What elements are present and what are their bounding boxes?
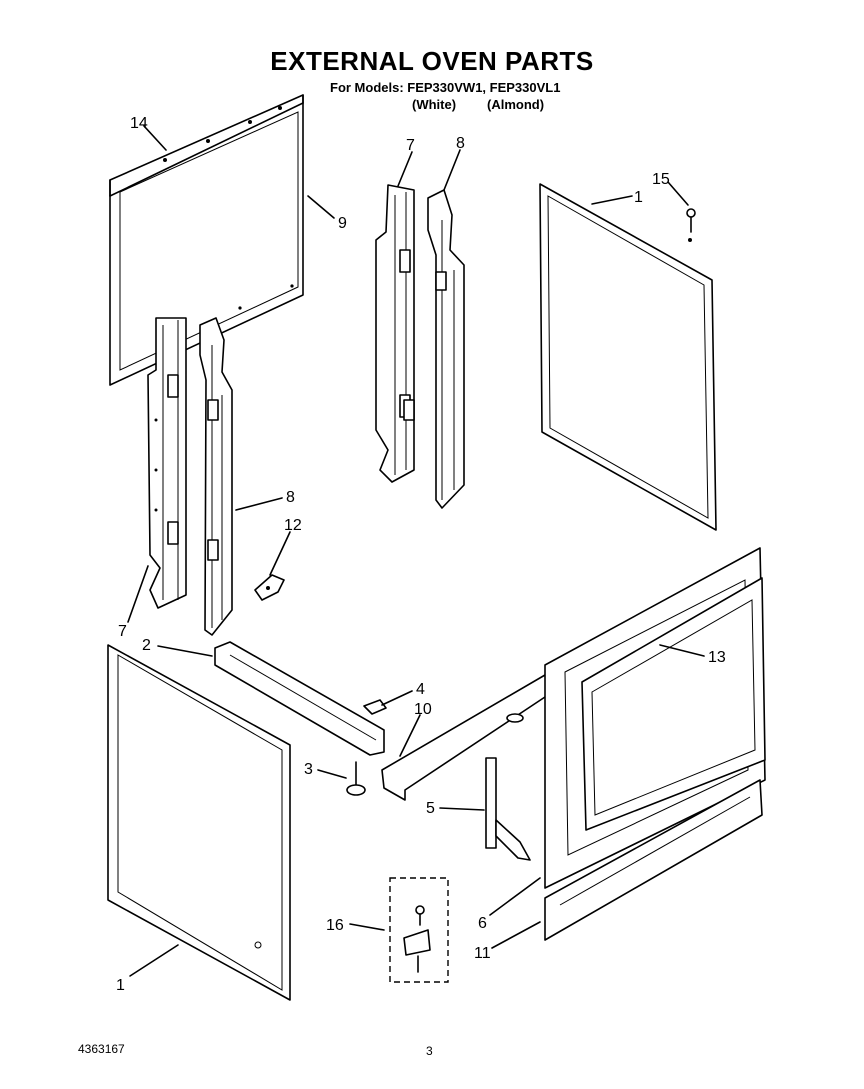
part-side-rail-center [375,184,415,483]
page-title: EXTERNAL OVEN PARTS [270,46,594,76]
page-number: 3 [426,1044,433,1058]
part-side-panel-right [539,183,717,531]
callout-10: 10 [414,701,432,718]
part-cross-bar-2 [214,641,385,756]
callout-9: 9 [338,215,347,232]
part-bracket-12 [254,574,285,601]
document-number: 4363167 [78,1042,125,1056]
part-clip-4 [363,699,387,715]
callout-4: 4 [416,681,425,698]
callout-1-bottom: 1 [116,977,125,994]
part-hinge-rail-center [403,189,465,509]
models-line: For Models: FEP330VW1, FEP330VL1 [330,80,561,95]
callout-5: 5 [426,800,435,817]
part-leveling-leg-3 [346,761,366,796]
part-top-panel [109,94,304,386]
callout-8-mid: 8 [286,489,295,506]
part-hardware-kit-16 [389,877,449,983]
variant-white: (White) [412,97,457,112]
part-screw-15 [686,208,696,233]
part-hinge-rail-left [199,317,233,636]
variant-almond: (Almond) [487,97,545,112]
callout-11: 11 [474,945,491,962]
part-hinge-arm-5 [485,757,531,861]
callout-15: 15 [652,171,670,188]
callout-14: 14 [130,115,148,132]
callout-1-top: 1 [634,189,643,206]
callout-7-top: 7 [406,137,415,154]
callout-3: 3 [304,761,313,778]
callout-8-top: 8 [456,135,465,152]
callout-13: 13 [708,649,726,666]
part-side-rail-left-lower [147,317,187,609]
callout-16: 16 [326,917,344,934]
part-side-panel-left [107,644,291,1001]
callout-6: 6 [478,915,487,932]
callout-7-left: 7 [118,623,127,640]
callout-12: 12 [284,517,302,534]
callout-2: 2 [142,637,151,654]
part-front-frame-13 [544,547,766,889]
leader-lines [127,125,705,977]
part-kick-plate-11 [544,779,763,941]
